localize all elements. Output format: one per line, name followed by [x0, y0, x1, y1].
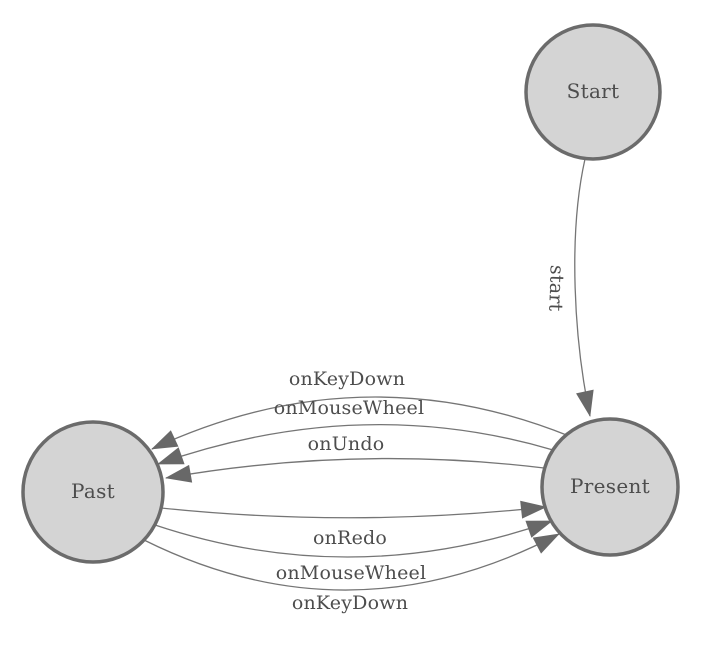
edge-start-to-present	[574, 158, 594, 417]
state-circle-present	[540, 417, 680, 557]
edge-label-onkeydown-bottom: onKeyDown	[292, 592, 408, 614]
edge-onmousewheel-past-to-present	[154, 520, 553, 558]
state-node-present: Present	[540, 417, 680, 557]
state-label-present: Present	[570, 474, 650, 498]
edge-label-onmousewheel-top: onMouseWheel	[274, 397, 425, 419]
state-node-past: Past	[21, 420, 165, 564]
edge-onredo-past-to-present	[160, 500, 547, 519]
state-label-past: Past	[71, 479, 115, 503]
edge-label-onkeydown-top: onKeyDown	[289, 368, 405, 390]
edge-onkeydown-present-to-past	[151, 396, 570, 450]
state-label-start: Start	[567, 79, 620, 103]
edge-onundo-present-to-past	[165, 457, 545, 483]
state-circle-start	[524, 23, 662, 161]
state-node-start: Start	[524, 23, 662, 161]
edge-onmousewheel-present-to-past	[157, 424, 554, 465]
edge-label-onredo: onRedo	[313, 527, 387, 549]
edge-onkeydown-past-to-present	[143, 533, 560, 591]
state-circle-past	[21, 420, 165, 564]
edge-label-onmousewheel-bottom: onMouseWheel	[276, 562, 427, 584]
edge-label-start: start	[544, 265, 568, 312]
edge-label-onundo: onUndo	[308, 433, 385, 455]
